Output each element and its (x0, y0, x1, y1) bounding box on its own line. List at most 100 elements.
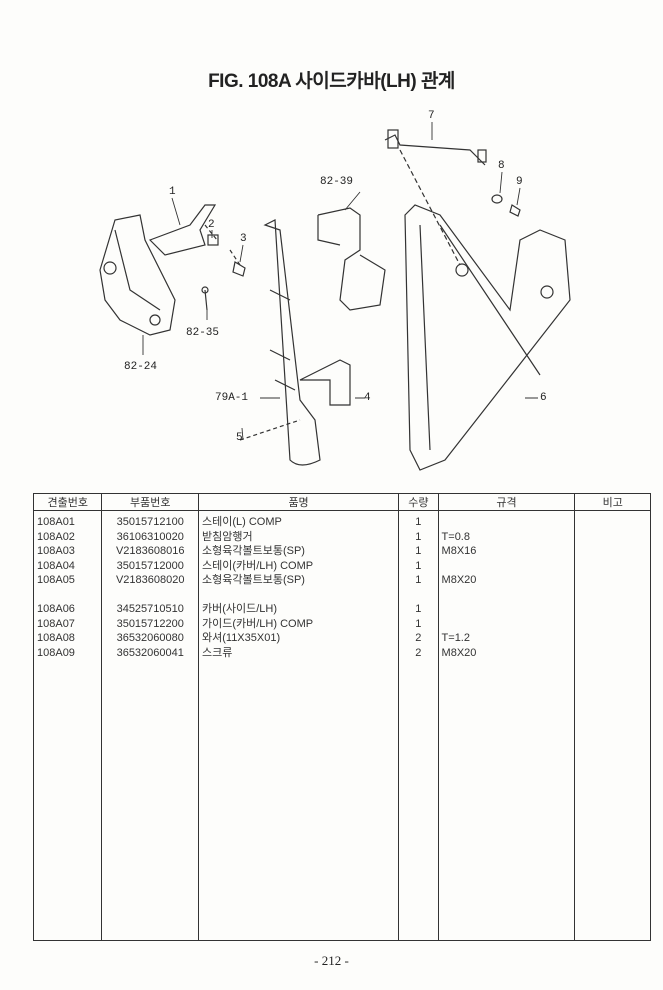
cell-index-no: 108A09 (32, 645, 103, 660)
callout-1: 1 (169, 186, 176, 198)
table-row (32, 587, 651, 602)
cell-remarks (574, 587, 651, 602)
cell-index-no: 108A02 (32, 529, 103, 544)
cell-part-no: 35015712100 (101, 510, 199, 530)
cell-index-no: 108A06 (32, 602, 103, 617)
cell-quantity: 1 (398, 510, 439, 530)
cell-quantity (398, 587, 439, 602)
cell-index-no: 108A04 (32, 558, 103, 573)
cell-part-name (197, 587, 400, 602)
callout-6: 6 (540, 392, 547, 404)
cell-part-name: 카버(사이드/LH) (197, 602, 400, 617)
header-part-name: 품명 (197, 493, 400, 511)
cell-part-no: 35015712000 (101, 558, 199, 573)
cell-index-no: 108A07 (32, 616, 103, 631)
cell-remarks (574, 573, 651, 588)
washer-8-drawing (491, 194, 503, 204)
cell-part-no: V2183608016 (101, 544, 199, 559)
empty-cell (398, 660, 439, 941)
cell-part-name: 받침암행거 (197, 529, 400, 544)
cell-part-no (101, 587, 199, 602)
cell-quantity: 1 (398, 616, 439, 631)
stay-4-drawing (299, 359, 351, 406)
cell-part-no: 35015712200 (101, 616, 199, 631)
cell-index-no (32, 587, 103, 602)
hanger-2-drawing (207, 234, 219, 246)
callout-2: 2 (208, 219, 215, 231)
cell-quantity: 1 (398, 558, 439, 573)
cell-index-no: 108A01 (32, 510, 103, 530)
cell-quantity: 1 (398, 602, 439, 617)
cell-spec (437, 616, 576, 631)
screw-9-drawing (509, 204, 521, 217)
cell-part-name: 가이드(카버/LH) COMP (197, 616, 400, 631)
cell-part-name: 소형육각볼트보통(SP) (197, 573, 400, 588)
header-part-no: 부품번호 (101, 493, 199, 511)
cell-part-name: 소형육각볼트보통(SP) (197, 544, 400, 559)
cell-part-no: 36532060041 (101, 645, 199, 660)
cell-part-no: 34525710510 (101, 602, 199, 617)
cell-remarks (574, 631, 651, 646)
cell-spec (437, 587, 576, 602)
cell-spec: T=1.2 (437, 631, 576, 646)
cell-remarks (574, 645, 651, 660)
cell-remarks (574, 510, 651, 530)
page-number: - 212 - (314, 953, 349, 968)
table-filler-row (32, 660, 651, 941)
cell-part-name: 와셔(11X35X01) (197, 631, 400, 646)
cell-part-name: 스테이(카버/LH) COMP (197, 558, 400, 573)
cell-remarks (574, 544, 651, 559)
cell-spec (437, 602, 576, 617)
cell-part-no: 36532060080 (101, 631, 199, 646)
header-spec: 규격 (437, 493, 576, 511)
empty-cell (101, 660, 199, 941)
cell-quantity: 1 (398, 573, 439, 588)
cell-part-no: V2183608020 (101, 573, 199, 588)
cover-6-drawing (404, 204, 571, 471)
cell-spec: M8X16 (437, 544, 576, 559)
stay-1-drawing (148, 204, 217, 256)
part-82-39-drawing (317, 207, 386, 311)
cell-quantity: 2 (398, 645, 439, 660)
cell-remarks (574, 602, 651, 617)
header-remarks: 비고 (574, 493, 651, 511)
cell-part-name: 스테이(L) COMP (197, 510, 400, 530)
callout-82-39: 82-39 (320, 176, 354, 188)
cell-quantity: 1 (398, 529, 439, 544)
cell-remarks (574, 616, 651, 631)
bolt-3-drawing (232, 261, 246, 277)
cell-index-no: 108A03 (32, 544, 103, 559)
cell-part-name: 스크류 (197, 645, 400, 660)
rod-7-drawing (384, 134, 486, 166)
callout-7: 7 (428, 110, 435, 122)
empty-cell (574, 660, 651, 941)
cell-spec: T=0.8 (437, 529, 576, 544)
empty-cell (32, 660, 103, 941)
cell-spec (437, 510, 576, 530)
callout-9: 9 (516, 176, 523, 188)
cell-index-no: 108A08 (32, 631, 103, 646)
callout-82-35: 82-35 (186, 327, 220, 339)
callout-82-24: 82-24 (124, 361, 158, 373)
figure-title: FIG. 108A 사이드카바(LH) 관계 (208, 71, 455, 92)
callout-79A-1: 79A-1 (215, 392, 249, 404)
cell-quantity: 1 (398, 544, 439, 559)
guide-79A-1-drawing (263, 219, 321, 466)
cell-remarks (574, 558, 651, 573)
bracket-82-24-drawing (99, 214, 176, 336)
cell-spec: M8X20 (437, 573, 576, 588)
callout-8: 8 (498, 160, 505, 172)
cell-index-no: 108A05 (32, 573, 103, 588)
exploded-parts-diagram (99, 122, 571, 471)
header-index-no: 견출번호 (32, 493, 103, 511)
